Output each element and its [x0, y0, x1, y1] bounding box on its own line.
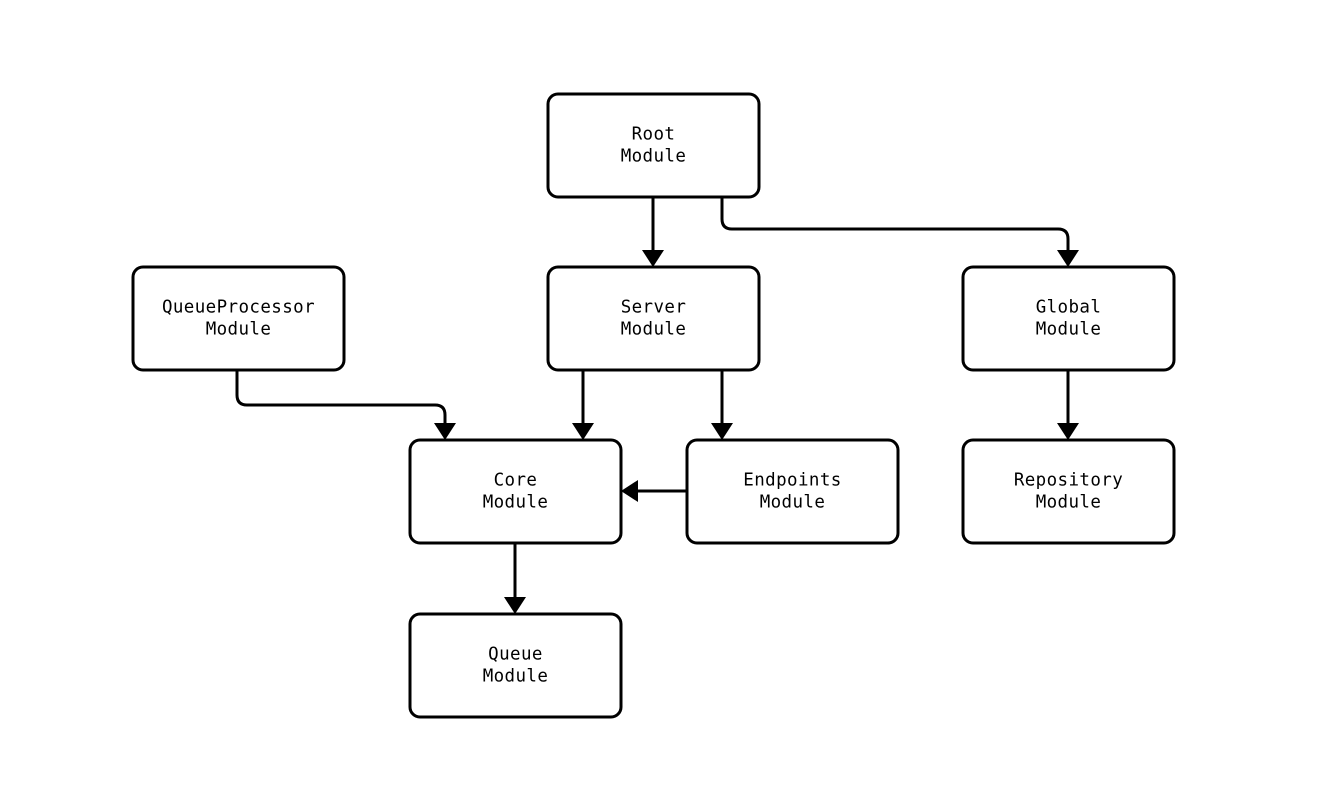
node-box[interactable] — [961, 438, 1176, 545]
node-box[interactable] — [546, 265, 761, 372]
node-label-line1: Endpoints — [743, 471, 841, 491]
node-label-line1: Server — [621, 298, 687, 318]
node-label-line1: Repository — [1014, 471, 1123, 491]
node-box[interactable] — [685, 438, 900, 545]
arrow-head-icon — [1057, 423, 1079, 440]
edge-core-to-queue — [504, 543, 526, 614]
node-label-line2: Module — [1036, 493, 1102, 513]
node-box[interactable] — [408, 612, 623, 719]
edge-endpoints-to-core — [621, 480, 687, 502]
node-label-line1: Global — [1036, 298, 1102, 318]
node-label-line1: Root — [632, 125, 676, 145]
edge-root-to-server — [642, 197, 664, 267]
edge-server-to-endpoints — [711, 370, 733, 440]
node-label-line2: Module — [621, 320, 687, 340]
node-box[interactable] — [546, 92, 761, 199]
arrow-head-icon — [711, 423, 733, 440]
node-box[interactable] — [961, 265, 1176, 372]
edge-server-to-core — [572, 370, 594, 440]
arrow-head-icon — [1057, 250, 1079, 267]
node-label-line2: Module — [483, 667, 549, 687]
node-label-line1: Core — [494, 471, 538, 491]
nodes-layer: RootModuleQueueProcessorModuleServerModu… — [131, 92, 1176, 719]
arrow-head-icon — [572, 423, 594, 440]
arrow-head-icon — [642, 250, 664, 267]
node-box[interactable] — [408, 438, 623, 545]
node-label-line2: Module — [621, 147, 687, 167]
node-box[interactable] — [131, 265, 346, 372]
arrow-head-icon — [621, 480, 638, 502]
node-label-line1: Queue — [488, 645, 543, 665]
node-label-line2: Module — [760, 493, 826, 513]
edges-layer — [235, 197, 1079, 614]
edge-line — [720, 197, 1070, 252]
node-label-line1: QueueProcessor — [162, 298, 315, 318]
node-label-line2: Module — [1036, 320, 1102, 340]
node-label-line2: Module — [483, 493, 549, 513]
arrow-head-icon — [434, 423, 456, 440]
node-label-line2: Module — [206, 320, 272, 340]
edge-root-to-global — [720, 197, 1079, 267]
arrow-head-icon — [504, 597, 526, 614]
edge-queueprocessor-to-core — [235, 370, 456, 440]
edge-global-to-repository — [1057, 370, 1079, 440]
edge-line — [235, 370, 447, 425]
